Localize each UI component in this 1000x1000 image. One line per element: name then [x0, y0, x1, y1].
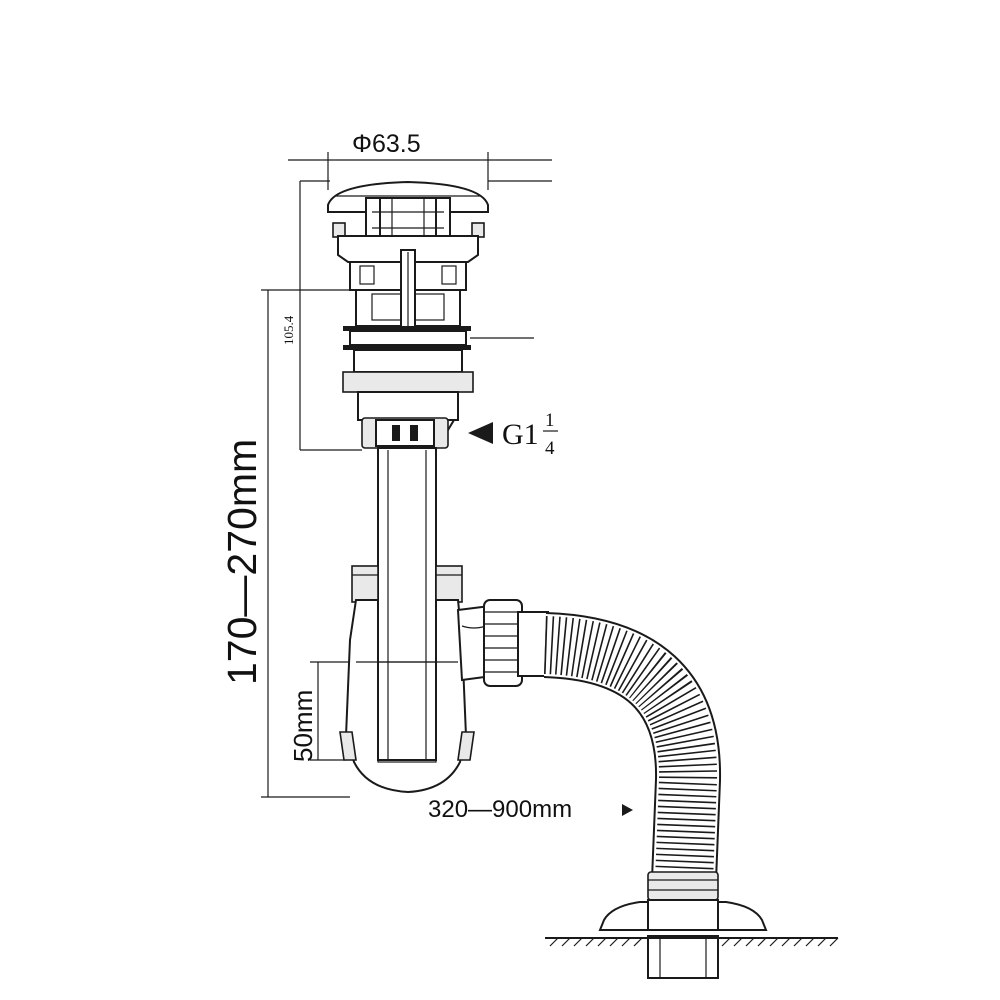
- callout-arrow-icon: [468, 422, 493, 444]
- outlet: [456, 599, 549, 687]
- thread-fraction-num: 1: [545, 410, 555, 431]
- trap-depth-label: 50mm: [288, 690, 318, 762]
- adjust-height-label: 170—270mm: [219, 439, 265, 685]
- flexible-hose: [543, 612, 722, 882]
- adjust-height-dimension: 170—270mm: [219, 289, 352, 798]
- waste-height-label: 105.4: [281, 315, 296, 345]
- diameter-label: Φ63.5: [352, 130, 421, 158]
- washers: [342, 326, 534, 431]
- thread-connector: [361, 417, 449, 449]
- bottle-trap: [339, 565, 475, 794]
- waste-height-dimension: 105.4: [281, 180, 362, 451]
- pointer-arrow-icon: [622, 804, 633, 816]
- tailpiece: [377, 447, 437, 779]
- diameter-dimension: Φ63.5: [288, 130, 552, 190]
- hose-length-dimension: 320—900mm: [428, 796, 633, 823]
- floor-fitting: [598, 871, 768, 979]
- thread-callout: G1 1 4: [468, 410, 558, 459]
- trap-depth-dimension: 50mm: [288, 661, 352, 762]
- thread-label: G1: [502, 418, 539, 451]
- thread-fraction-den: 4: [545, 438, 555, 459]
- hose-length-label: 320—900mm: [428, 796, 572, 823]
- floor-line: [545, 937, 839, 947]
